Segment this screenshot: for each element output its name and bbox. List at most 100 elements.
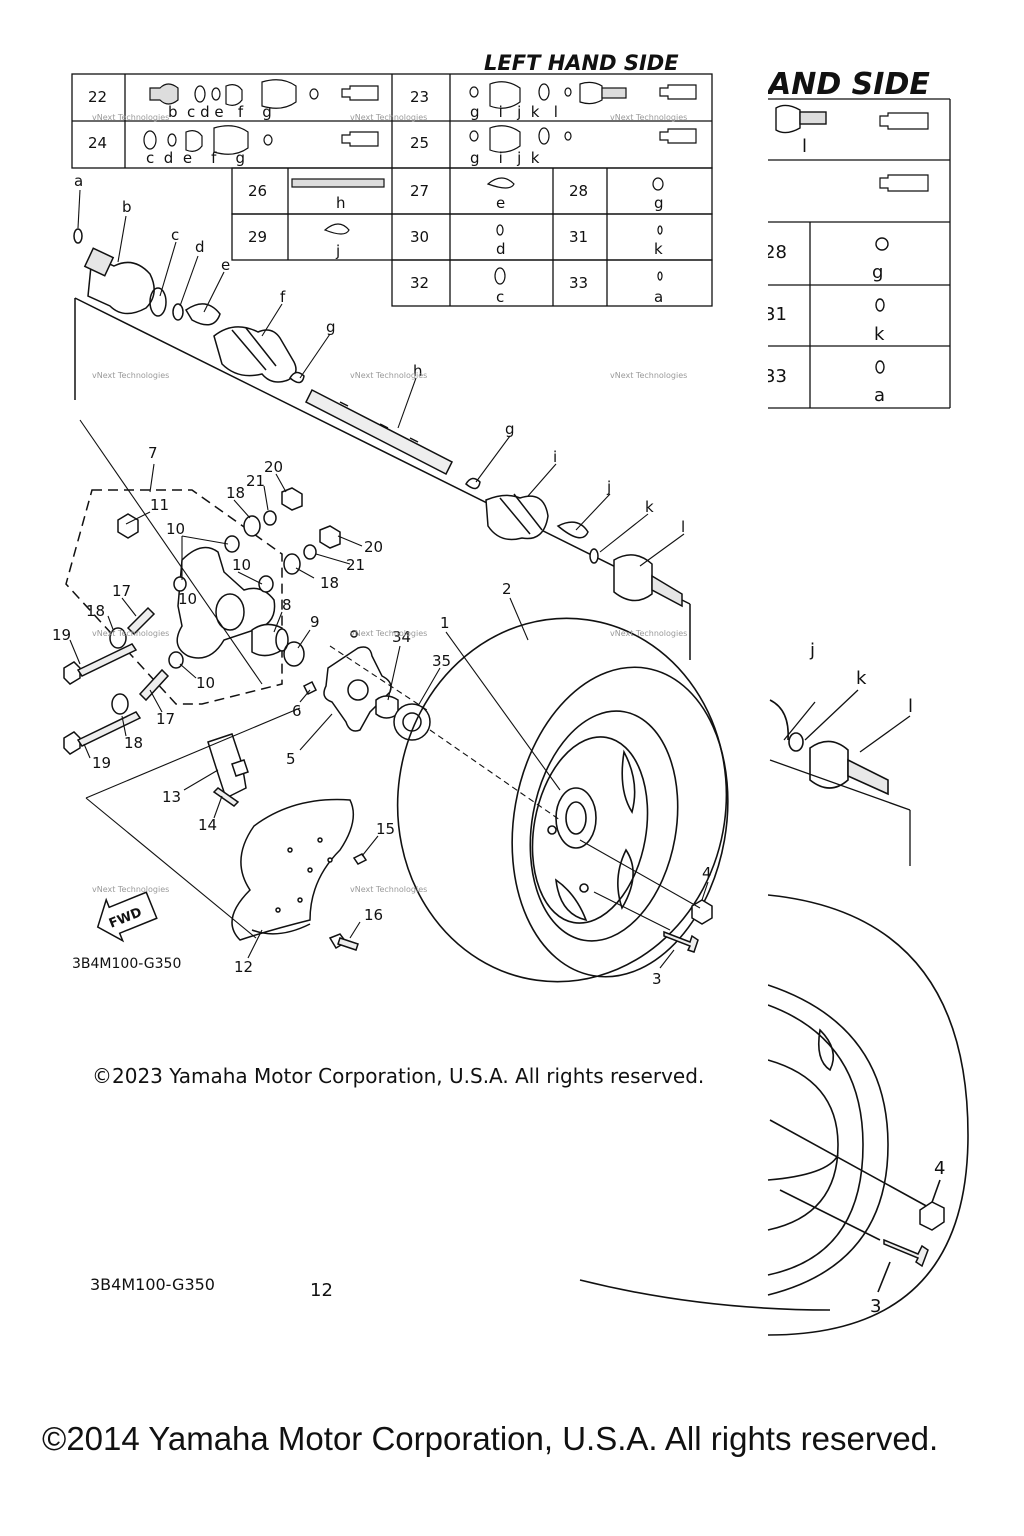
callout-12: 12: [234, 958, 253, 976]
crop-callout-l: l: [908, 696, 913, 717]
crop-callout-3: 3: [870, 1296, 881, 1317]
crop-row-33-letter: a: [874, 385, 885, 406]
crop-row-33: 33: [764, 366, 787, 387]
crop-heading: AND SIDE: [766, 67, 930, 102]
callout-9: 9: [310, 613, 320, 631]
kit-27-letter: e: [496, 194, 505, 212]
watermark-4: vNext Technologies: [92, 371, 169, 380]
crop-row-28: 28: [764, 242, 787, 263]
kit-row-22-letters: b c d e f g: [168, 103, 272, 121]
drive-shaft-assembly: [73, 228, 691, 660]
callout-16: 16: [364, 906, 383, 924]
callout-d: d: [195, 238, 205, 256]
kit-27-num: 27: [410, 182, 429, 200]
callout-17-b: 17: [156, 710, 175, 728]
kit-26-letter: h: [336, 194, 346, 212]
kit-32-num: 32: [410, 274, 429, 292]
kit-row-25-num: 25: [410, 134, 429, 152]
callout-g-2: g: [505, 420, 515, 438]
kit-31-num: 31: [569, 228, 588, 246]
kit-30-letter: d: [496, 240, 506, 258]
callout-6: 6: [292, 702, 302, 720]
crop-callout-12: 12: [310, 1280, 333, 1301]
hub-assembly: [207, 630, 431, 951]
callout-c: c: [171, 226, 179, 244]
callout-5: 5: [286, 750, 296, 768]
callout-g: g: [326, 318, 336, 336]
crop-callout-k: k: [856, 668, 867, 689]
watermark-7: vNext Technologies: [92, 629, 169, 638]
callout-a: a: [74, 172, 83, 190]
callout-i: i: [553, 448, 557, 466]
callout-10-d: 10: [178, 590, 197, 608]
watermark-6: vNext Technologies: [610, 371, 687, 380]
kit-29-letter: j: [335, 242, 340, 260]
kit-row-24-letters: c d e f g: [146, 149, 245, 167]
kit-row-25-letters: g i j k: [470, 149, 540, 167]
callout-17-a: 17: [112, 582, 131, 600]
kit-32-letter: c: [496, 288, 504, 306]
callout-14: 14: [198, 816, 217, 834]
crop-row-31-letter: k: [874, 324, 885, 345]
number-callouts: 1 2 3 4 5 6 7 8 9 10 10 10 10 11 12 13 1…: [52, 444, 712, 988]
wheel-hardware: [579, 839, 713, 953]
callout-2: 2: [502, 580, 512, 598]
callout-21-a: 21: [246, 472, 265, 490]
callout-8: 8: [282, 596, 292, 614]
kit-table: [71, 73, 713, 307]
watermark-5: vNext Technologies: [350, 371, 427, 380]
callout-18-c: 18: [226, 484, 245, 502]
cropped-duplicate-view: AND SIDE l 28 g 31 k 33 a j k l: [90, 67, 969, 1336]
callout-34: 34: [392, 628, 411, 646]
cv-joint-icon: [775, 104, 889, 374]
watermark-9: vNext Technologies: [610, 629, 687, 638]
page-heading: LEFT HAND SIDE: [484, 51, 679, 75]
crop-callout-j: j: [809, 640, 815, 661]
letter-callouts: a b c d e f g h g i j k l: [74, 172, 685, 536]
kit-row-23-letters: g i j k l: [470, 103, 558, 121]
crop-callout-4: 4: [934, 1158, 945, 1179]
crop-row-28-letter: g: [872, 262, 883, 283]
callout-4: 4: [702, 864, 712, 882]
watermark-8: vNext Technologies: [350, 629, 427, 638]
watermark-2: vNext Technologies: [350, 113, 427, 122]
watermark-10: vNext Technologies: [92, 885, 169, 894]
callout-35: 35: [432, 652, 451, 670]
watermark-11: vNext Technologies: [350, 885, 427, 894]
callout-b: b: [122, 198, 132, 216]
callout-13: 13: [162, 788, 181, 806]
crop-row-31: 31: [764, 304, 787, 325]
kit-30-num: 30: [410, 228, 429, 246]
watermarks: vNext Technologies vNext Technologies vN…: [92, 113, 687, 894]
kit-26-num: 26: [248, 182, 267, 200]
callout-j: j: [606, 478, 611, 496]
callout-f: f: [280, 288, 286, 306]
kit-row-22-num: 22: [88, 88, 107, 106]
wheel-tire: [396, 617, 729, 983]
callout-10-c: 10: [196, 674, 215, 692]
callout-3: 3: [652, 970, 662, 988]
copyright-bottom: ©2014 Yamaha Motor Corporation, U.S.A. A…: [42, 1420, 939, 1457]
callout-18-b: 18: [124, 734, 143, 752]
crop-letter-l: l: [802, 136, 807, 157]
callout-1: 1: [440, 614, 450, 632]
watermark-1: vNext Technologies: [92, 113, 169, 122]
callout-10-a: 10: [166, 520, 185, 538]
kit-table-icons: [143, 79, 697, 285]
callout-7: 7: [148, 444, 158, 462]
callout-19-b: 19: [92, 754, 111, 772]
callout-19-a: 19: [52, 626, 71, 644]
kit-row-24-num: 24: [88, 134, 107, 152]
kit-28-letter: g: [654, 194, 664, 212]
crop-drawing-code: 3B4M100-G350: [90, 1275, 215, 1294]
callout-20-b: 20: [364, 538, 383, 556]
kit-29-num: 29: [248, 228, 267, 246]
callout-h: h: [413, 362, 423, 380]
callout-10-b: 10: [232, 556, 251, 574]
callout-21-b: 21: [346, 556, 365, 574]
kit-row-23-num: 23: [410, 88, 429, 106]
kit-28-num: 28: [569, 182, 588, 200]
copyright-main: ©2023 Yamaha Motor Corporation, U.S.A. A…: [92, 1064, 705, 1088]
callout-15: 15: [376, 820, 395, 838]
